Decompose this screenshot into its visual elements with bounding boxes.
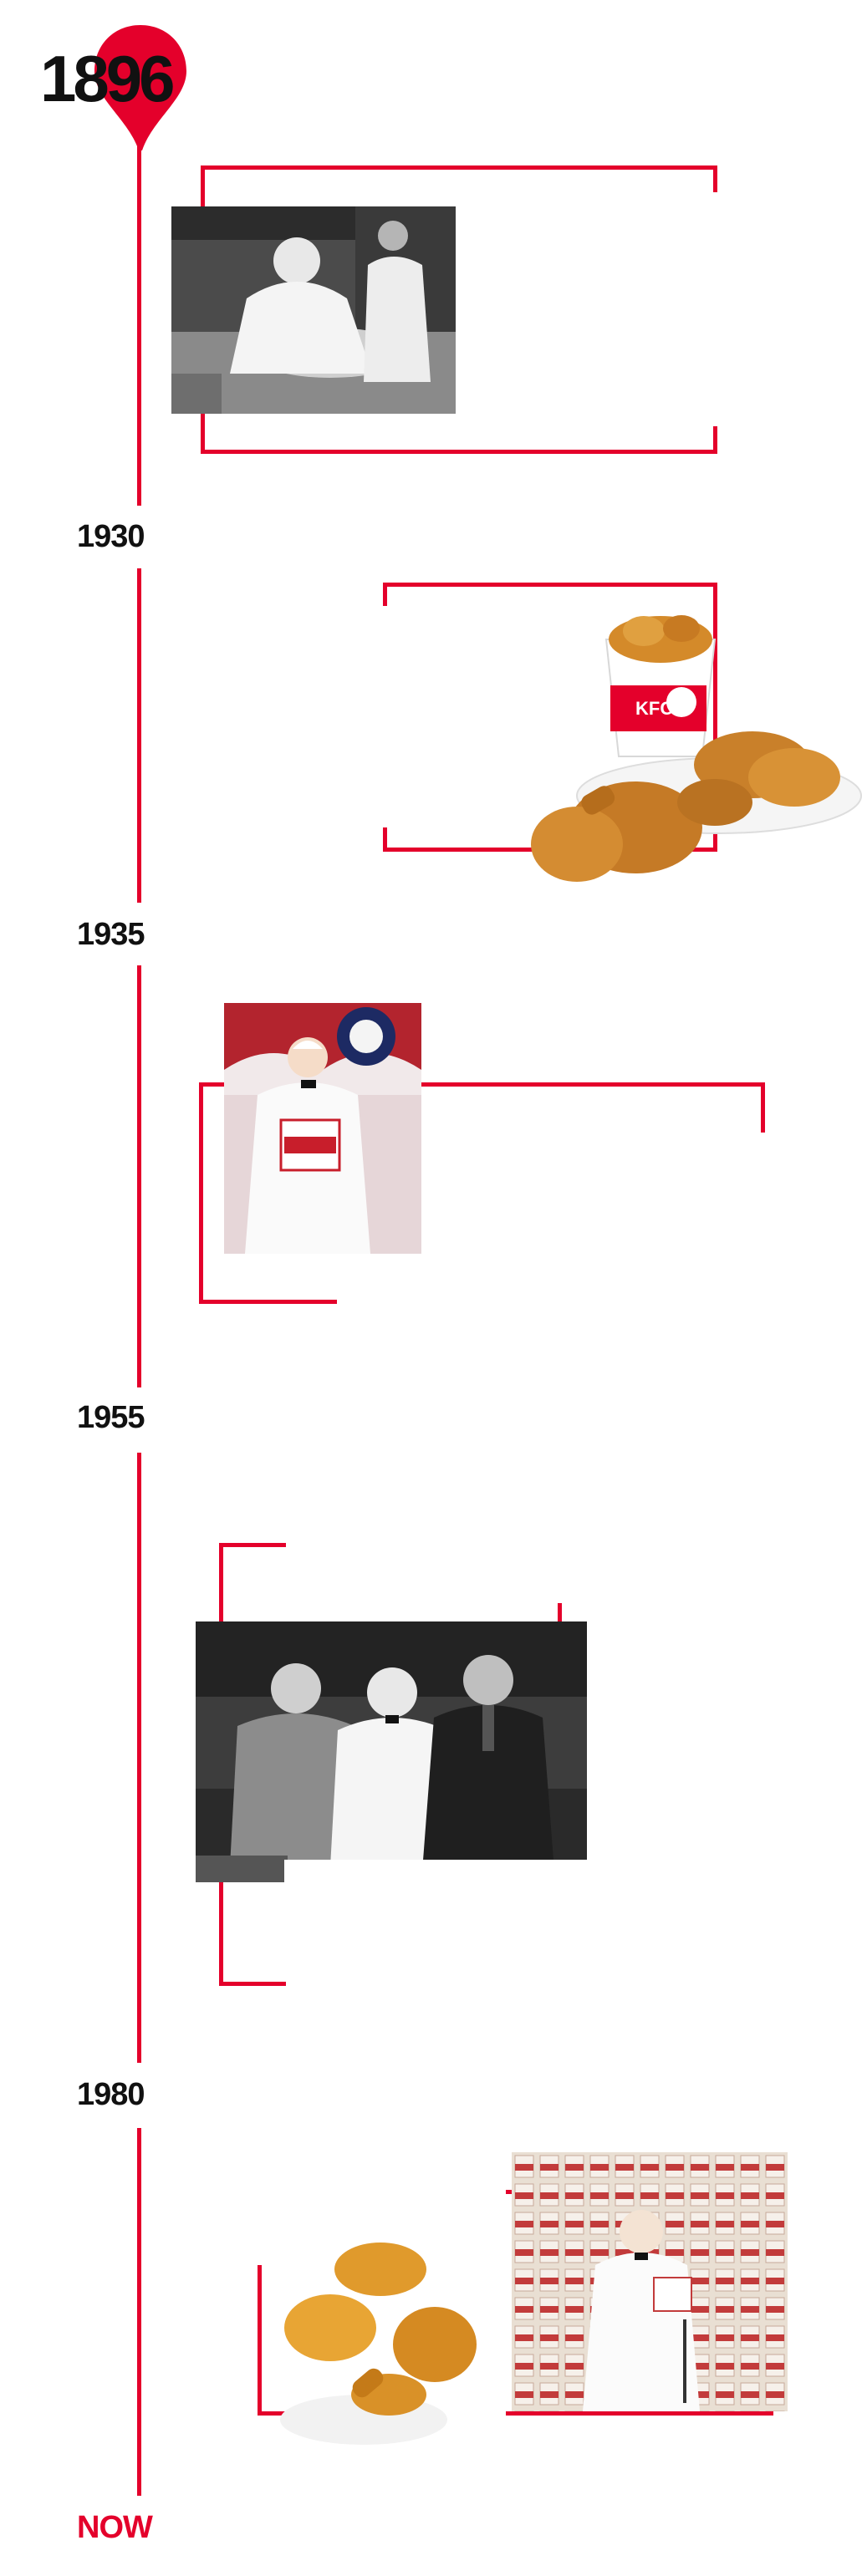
section-3-frame-right bbox=[414, 1082, 765, 1133]
timeline-line-segment-4 bbox=[137, 1453, 141, 2063]
milestone-year-now: NOW bbox=[77, 2510, 153, 2545]
timeline-line-segment-3 bbox=[137, 965, 141, 1387]
section-1-frame-gap bbox=[711, 192, 721, 426]
timeline-line-segment-5 bbox=[137, 2128, 141, 2496]
colonel-with-bucket-photo bbox=[224, 1003, 421, 1254]
timeline-start-pin bbox=[90, 25, 191, 150]
colonel-cooking-photo bbox=[171, 206, 456, 414]
milestone-year-1955: 1955 bbox=[77, 1400, 145, 1435]
section-3-photo-mask bbox=[421, 1133, 589, 1258]
milestone-year-1980: 1980 bbox=[77, 2077, 145, 2112]
timeline-line-segment-1 bbox=[137, 142, 141, 506]
start-year: 1896 bbox=[40, 42, 176, 115]
fried-chicken-pieces-photo bbox=[272, 2219, 514, 2466]
map-pin-icon bbox=[94, 25, 186, 150]
section-2-frame-gap-left bbox=[378, 606, 390, 827]
fried-chicken-bucket-photo: KFC bbox=[477, 602, 862, 903]
colonel-with-buckets-wall-photo bbox=[512, 2152, 788, 2411]
section-4-photo-mask-bottom bbox=[284, 1860, 589, 1885]
colonel-with-men-photo bbox=[196, 1621, 587, 1882]
milestone-year-1930: 1930 bbox=[77, 519, 145, 554]
milestone-year-1935: 1935 bbox=[77, 917, 145, 952]
timeline-line-segment-2 bbox=[137, 568, 141, 903]
